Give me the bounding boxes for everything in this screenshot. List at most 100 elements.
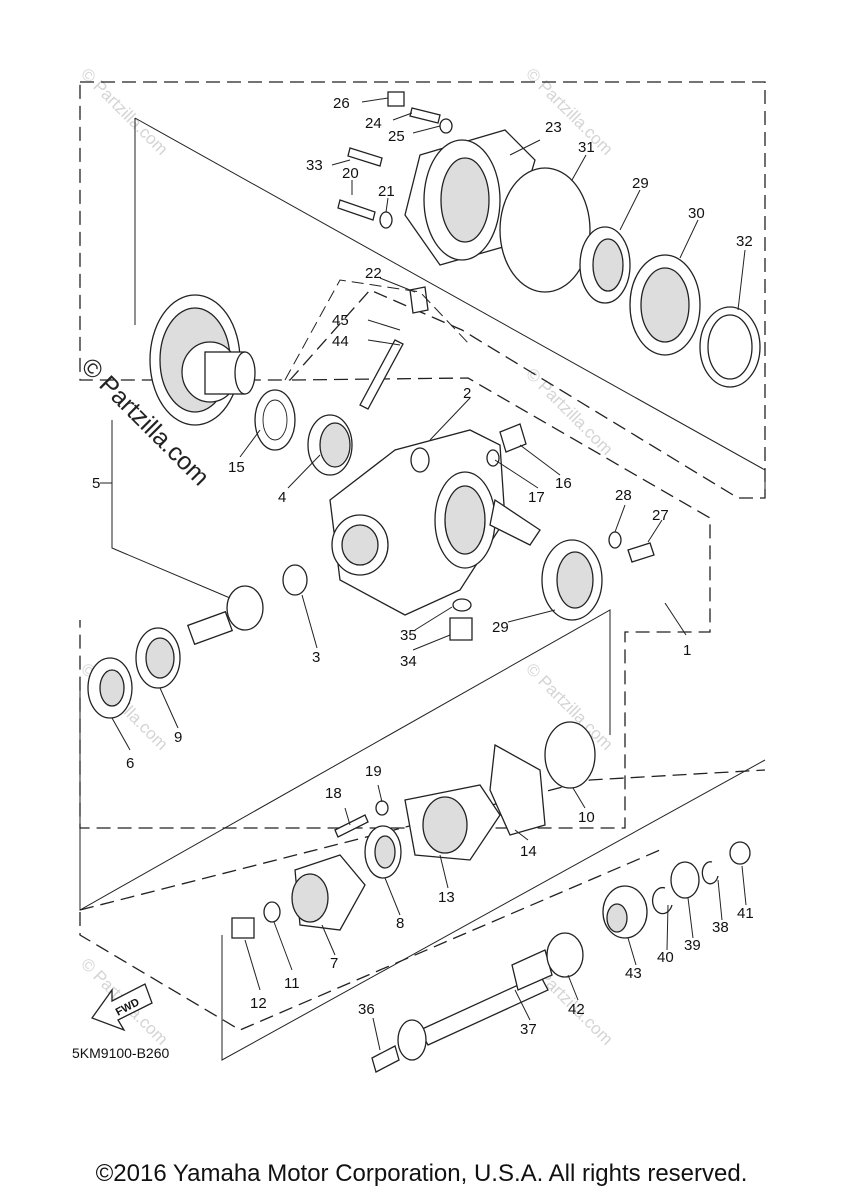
label-16: 16 (555, 475, 572, 492)
part-number-labels: 1 2 3 4 5 6 7 8 9 10 11 12 13 14 15 16 1… (92, 95, 754, 1038)
label-9: 9 (174, 729, 182, 746)
upper-outline (134, 117, 766, 498)
coupling-flange (291, 854, 366, 931)
needle-bearing-small (670, 861, 700, 899)
upper-group-frame (79, 81, 766, 499)
joint-cup (602, 885, 648, 939)
label-37: 37 (520, 1021, 537, 1038)
bearing-housing (404, 784, 501, 861)
label-45: 45 (332, 312, 349, 329)
bolt (334, 814, 369, 838)
o-ring-small (544, 721, 596, 789)
label-22: 22 (365, 265, 382, 282)
small-bearing (282, 564, 308, 596)
label-13: 13 (438, 889, 455, 906)
breather-pipe (359, 339, 404, 410)
label-21: 21 (378, 183, 395, 200)
label-44: 44 (332, 333, 349, 350)
label-19: 19 (365, 763, 382, 780)
label-1: 1 (683, 642, 691, 659)
nut-26 (387, 91, 405, 107)
label-26: 26 (333, 95, 350, 112)
label-11: 11 (284, 975, 300, 992)
washer-small (375, 800, 389, 816)
breather-joint (409, 286, 429, 314)
label-30: 30 (688, 205, 705, 222)
bolt-right (627, 542, 655, 563)
label-10: 10 (578, 809, 595, 826)
drive-shaft (397, 949, 553, 1061)
label-32: 32 (736, 233, 753, 250)
roller-bearing-left (135, 627, 181, 689)
label-33: 33 (306, 157, 323, 174)
case-group-frame (79, 377, 711, 829)
nut (231, 917, 255, 939)
bottom-outline (221, 759, 766, 1061)
shim-ring (699, 306, 761, 388)
label-35: 35 (400, 627, 417, 644)
label-23: 23 (545, 119, 562, 136)
watermark-faint: © Partzilla.com (77, 64, 171, 158)
label-43: 43 (625, 965, 642, 982)
label-25: 25 (388, 128, 405, 145)
label-34: 34 (400, 653, 417, 670)
label-5: 5 (92, 475, 100, 492)
label-38: 38 (712, 919, 729, 936)
watermark-faint: © Partzilla.com (522, 64, 616, 158)
label-39: 39 (684, 937, 701, 954)
label-42: 42 (568, 1001, 585, 1018)
label-2: 2 (463, 385, 471, 402)
washer (263, 901, 281, 923)
watermark-faint: © Partzilla.com (522, 364, 616, 458)
retainer-plate (254, 389, 296, 451)
ball-bearing-left (87, 657, 133, 719)
ring-gear (149, 294, 256, 426)
bolt-20 (337, 199, 376, 221)
ball-bearing-upper (629, 254, 701, 356)
needle-bearing (307, 414, 353, 476)
label-3: 3 (312, 649, 320, 666)
gear-case (329, 429, 541, 616)
label-24: 24 (365, 115, 382, 132)
label-12: 12 (250, 995, 267, 1012)
spring (371, 1045, 400, 1073)
label-4: 4 (278, 489, 286, 506)
case-cover (404, 129, 536, 266)
label-7: 7 (330, 955, 338, 972)
label-27: 27 (652, 507, 669, 524)
collar (729, 841, 751, 865)
o-ring-tiny (486, 449, 500, 467)
label-31: 31 (578, 139, 595, 156)
shaft-outline (79, 420, 611, 911)
oil-seal-small (364, 825, 402, 879)
bolt-33 (347, 147, 383, 167)
label-15: 15 (228, 459, 245, 476)
oil-seal-lower (541, 539, 603, 621)
label-36: 36 (358, 1001, 375, 1018)
drain-plug (449, 617, 473, 641)
label-14: 14 (520, 843, 537, 860)
o-ring-large (499, 167, 591, 293)
drain-gasket (452, 598, 472, 612)
label-29-upper: 29 (632, 175, 649, 192)
washer-21 (379, 211, 393, 229)
oil-seal-upper (579, 226, 631, 304)
copyright-footer: ©2016 Yamaha Motor Corporation, U.S.A. A… (95, 1160, 748, 1187)
washer-right (608, 531, 622, 549)
label-18: 18 (325, 785, 342, 802)
washer-25 (439, 118, 453, 134)
gasket (489, 743, 546, 836)
label-6: 6 (126, 755, 134, 772)
diagram-code: 5KM9100-B260 (72, 1045, 170, 1061)
label-40: 40 (657, 949, 674, 966)
label-8: 8 (396, 915, 404, 932)
bottom-group-frame (79, 849, 661, 1031)
label-29-lower: 29 (492, 619, 509, 636)
circlip (651, 886, 673, 915)
breather-outline (284, 279, 471, 381)
drive-pinion-gear (186, 585, 264, 646)
label-28: 28 (615, 487, 632, 504)
breather-plug (499, 423, 527, 453)
leader-lines (100, 97, 747, 1051)
label-20: 20 (342, 165, 359, 182)
